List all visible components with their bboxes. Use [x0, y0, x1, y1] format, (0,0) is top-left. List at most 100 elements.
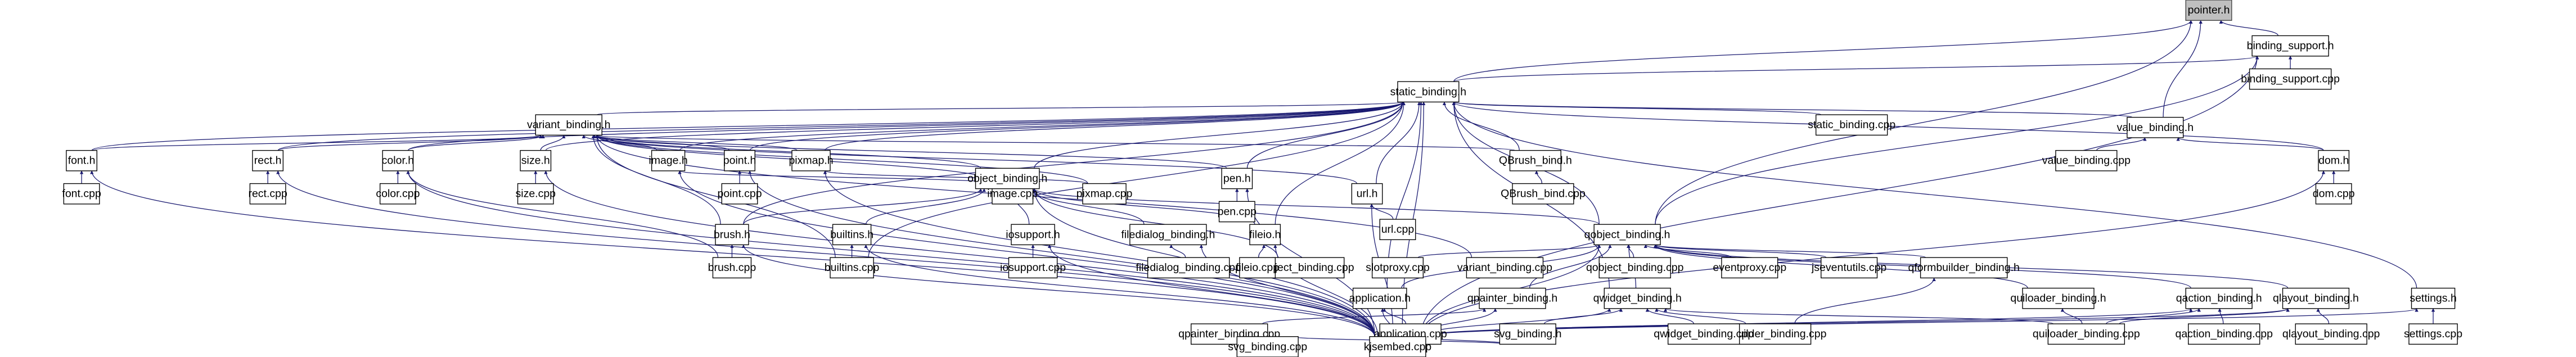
node-iosupport-h[interactable]: iosupport.h	[1006, 224, 1060, 246]
node-dom-h[interactable]: dom.h	[2318, 150, 2350, 171]
node-application-h[interactable]: application.h	[1349, 287, 1411, 309]
node-qbrush-bind-h[interactable]: QBrush_bind.h	[1499, 150, 1572, 171]
node-qobject-binding-cpp[interactable]: qobject_binding.cpp	[1586, 257, 1684, 279]
node-url-cpp[interactable]: url.cpp	[1379, 219, 1416, 241]
node-box	[1272, 257, 1345, 279]
node-qlayout-binding-cpp[interactable]: qlayout_binding.cpp	[2282, 323, 2380, 345]
node-label: qformbuilder_binding.h	[1908, 261, 2019, 274]
node-quiloader-binding-h[interactable]: quiloader_binding.h	[2010, 287, 2106, 309]
edge-qobject_binding_h-to-binding_support_h	[1655, 56, 2259, 225]
node-qobject-binding-h[interactable]: qobject_binding.h	[1584, 224, 1670, 246]
node-dom-cpp[interactable]: dom.cpp	[2313, 183, 2355, 205]
edge-value_binding_h-to-pointer_h	[2163, 20, 2203, 118]
edge-kjsembed_cpp-to-iosupport_h	[1047, 244, 1375, 337]
node-label: dom.h	[2318, 155, 2349, 167]
node-slotproxy-cpp[interactable]: slotproxy.cpp	[1366, 257, 1430, 279]
node-font-h[interactable]: font.h	[66, 150, 97, 171]
node-static-binding-h[interactable]: static_binding.h	[1390, 81, 1467, 103]
node-fileio-h[interactable]: fileio.h	[1249, 224, 1281, 246]
node-color-h[interactable]: color.h	[382, 150, 414, 171]
node-label: qpainter_binding.h	[1467, 292, 1557, 305]
node-filedialog-binding-cpp[interactable]: filedialog_binding.cpp	[1136, 257, 1241, 279]
node-qwidget-binding-cpp[interactable]: qwidget_binding.cpp	[1654, 323, 1754, 345]
node-pixmap-h[interactable]: pixmap.h	[789, 150, 834, 171]
node-pen-h[interactable]: pen.h	[1221, 168, 1253, 189]
node-box	[2185, 0, 2232, 21]
edge-static_binding_h-to-pointer_h	[1453, 20, 2193, 82]
node-image-h[interactable]: image.h	[648, 150, 688, 171]
node-label: qwidget_binding.cpp	[1654, 328, 1754, 340]
nodes-layer: pointer.h binding_support.h binding_suppor…	[62, 0, 2462, 357]
node-settings-cpp[interactable]: settings.cpp	[2404, 323, 2462, 345]
node-box	[1920, 257, 2008, 279]
node-rect-h[interactable]: rect.h	[252, 150, 284, 171]
node-builtins-h[interactable]: builtins.h	[830, 224, 873, 246]
node-pixmap-cpp[interactable]: pixmap.cpp	[1077, 183, 1133, 205]
node-binding-support-cpp[interactable]: binding_support.cpp	[2241, 68, 2340, 90]
node-color-cpp[interactable]: color.cpp	[376, 183, 420, 205]
node-builtins-cpp[interactable]: builtins.cpp	[825, 257, 880, 279]
node-label: brush.cpp	[708, 261, 756, 274]
node-value-binding-cpp[interactable]: value_binding.cpp	[2042, 150, 2131, 171]
node-fileio-cpp[interactable]: fileio.cpp	[1236, 257, 1279, 279]
node-qwidget-binding-h[interactable]: qwidget_binding.h	[1593, 287, 1682, 309]
node-point-h[interactable]: point.h	[723, 150, 756, 171]
edge-brush_cpp-to-color_h	[406, 170, 719, 258]
edge-pen_h-to-static_binding_h	[1246, 101, 1405, 169]
node-eventproxy-cpp[interactable]: eventproxy.cpp	[1713, 257, 1786, 279]
node-kjsembed-cpp[interactable]: kjsembed.cpp	[1364, 336, 1431, 357]
node-box	[1512, 183, 1574, 205]
edge-kjsembed_cpp-to-settings_h	[1420, 308, 2419, 337]
node-qaction-binding-cpp[interactable]: qaction_binding.cpp	[2175, 323, 2273, 345]
node-variant-binding-cpp[interactable]: variant_binding.cpp	[1457, 257, 1552, 279]
edge-url_cpp-to-url_h	[1370, 204, 1394, 220]
node-box	[2185, 287, 2253, 309]
node-svg-binding-h[interactable]: svg_binding.h	[1494, 323, 1561, 345]
node-qpainter-binding-h[interactable]: qpainter_binding.h	[1467, 287, 1557, 309]
node-label: svg_binding.cpp	[1228, 341, 1307, 353]
node-point-cpp[interactable]: point.cpp	[717, 183, 762, 205]
node-label: iosupport.cpp	[1000, 261, 1066, 274]
node-box	[1499, 323, 1556, 345]
edge-fileio_cpp-to-fileio_h	[1258, 244, 1266, 258]
node-svg-binding-cpp[interactable]: svg_binding.cpp	[1228, 336, 1307, 357]
node-box	[1351, 183, 1383, 205]
node-settings-h[interactable]: settings.h	[2410, 287, 2457, 309]
node-brush-cpp[interactable]: brush.cpp	[708, 257, 756, 279]
node-qbrush-bind-cpp[interactable]: QBrush_bind.cpp	[1501, 183, 1586, 205]
node-label: qobject_binding.h	[1584, 228, 1670, 241]
node-value-binding-h[interactable]: value_binding.h	[2116, 116, 2194, 138]
node-qaction-binding-h[interactable]: qaction_binding.h	[2176, 287, 2262, 309]
node-jseventutils-cpp[interactable]: jseventutils.cpp	[1811, 257, 1886, 279]
node-pointer-h[interactable]: pointer.h	[2185, 0, 2232, 21]
node-label: QBrush_bind.h	[1499, 155, 1572, 167]
node-object-binding-h[interactable]: object_binding.h	[967, 168, 1047, 189]
node-iosupport-cpp[interactable]: iosupport.cpp	[1000, 257, 1066, 279]
node-box	[2249, 68, 2332, 90]
edge-qformbuilder_binding_h-to-qobject_binding_h	[1654, 244, 1926, 258]
node-object-binding-cpp[interactable]: object_binding.cpp	[1263, 257, 1354, 279]
node-qlayout-binding-h[interactable]: qlayout_binding.h	[2273, 287, 2359, 309]
edge-qaction_binding_cpp-to-qaction_binding_h	[2218, 308, 2224, 324]
node-rect-cpp[interactable]: rect.cpp	[248, 183, 287, 205]
node-binding-support-h[interactable]: binding_support.h	[2247, 35, 2334, 57]
node-static-binding-cpp[interactable]: static_binding.cpp	[1808, 114, 1895, 136]
node-pen-cpp[interactable]: pen.cpp	[1218, 201, 1257, 223]
node-brush-h[interactable]: brush.h	[714, 224, 750, 246]
node-label: static_binding.cpp	[1808, 119, 1895, 131]
node-box	[2295, 323, 2367, 345]
node-filedialog-binding-h[interactable]: filedialog_binding.h	[1121, 224, 1215, 246]
node-url-h[interactable]: url.h	[1351, 183, 1383, 205]
edge-url_h-to-static_binding_h	[1376, 101, 1421, 184]
node-quiloader-binding-cpp[interactable]: quiloader_binding.cpp	[2033, 323, 2140, 345]
node-label: object_binding.h	[967, 172, 1047, 184]
node-font-cpp[interactable]: font.cpp	[62, 183, 101, 205]
node-variant-binding-h[interactable]: variant_binding.h	[527, 114, 611, 136]
edge-variant_binding_cpp-to-variant_binding_h	[595, 134, 1472, 258]
node-size-h[interactable]: size.h	[520, 150, 552, 171]
edge-qobject_binding_h-to-pointer_h	[1655, 20, 2193, 225]
node-size-cpp[interactable]: size.cpp	[516, 183, 556, 205]
node-label: size.cpp	[516, 188, 556, 200]
node-label: fileio.cpp	[1236, 261, 1279, 274]
node-qformbuilder-binding-h[interactable]: qformbuilder_binding.h	[1908, 257, 2020, 279]
